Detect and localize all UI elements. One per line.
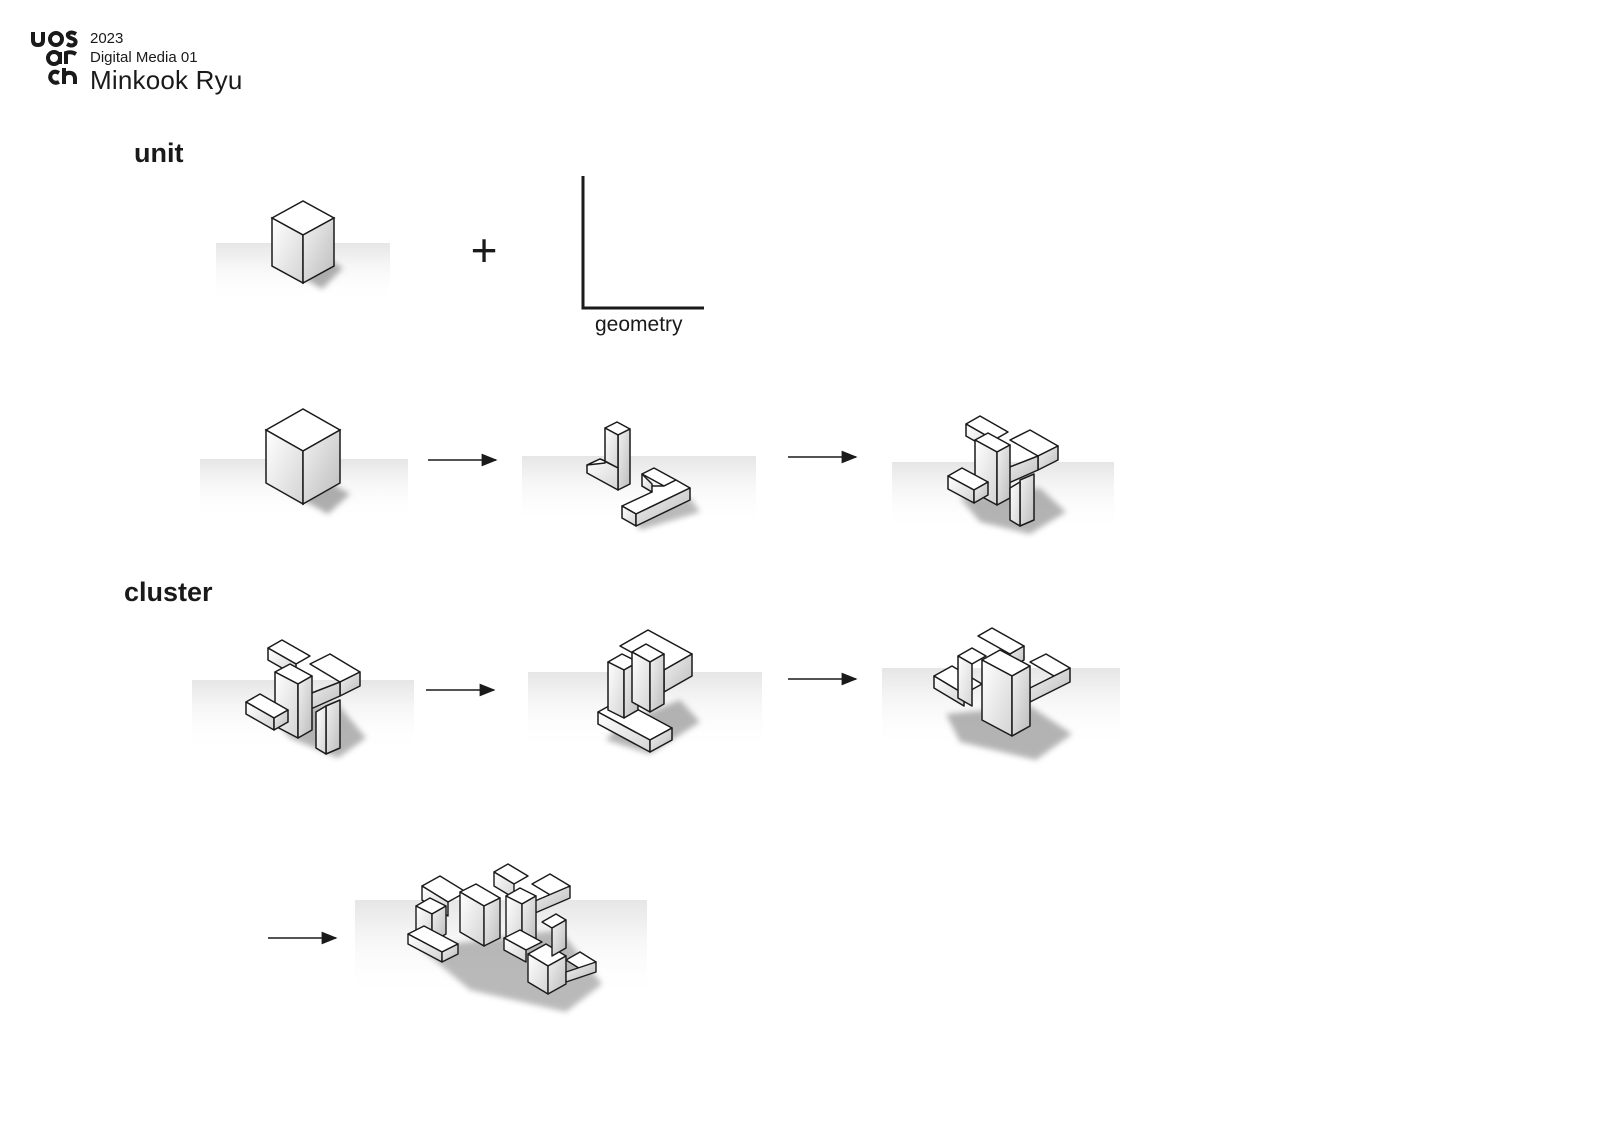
cluster-figure-2 [528, 629, 762, 754]
author-name: Minkook Ryu [90, 65, 243, 95]
split-pieces-figure [522, 421, 756, 530]
combined-unit-figure [892, 415, 1114, 534]
unit-heading: unit [134, 138, 184, 168]
geometry-axis-figure [581, 176, 704, 310]
geometry-caption: geometry [595, 313, 683, 336]
uos-arch-logo [30, 28, 82, 86]
cluster-figure-3 [882, 627, 1120, 760]
cube-right-face [302, 216, 335, 285]
unit-cube-figure [216, 200, 390, 303]
course-label: Digital Media 01 [90, 49, 198, 66]
aggregated-cluster-figure [355, 863, 647, 1012]
l-shaped-geometry [581, 176, 704, 310]
plus-sign: + [471, 224, 498, 276]
uos-arch-logo-icon [31, 30, 78, 85]
cluster-heading: cluster [124, 577, 213, 607]
cluster-figure-1 [192, 639, 414, 758]
row2-cube-figure [200, 408, 408, 521]
cube-right-face [302, 428, 341, 506]
year-label: 2023 [90, 30, 124, 47]
header: 2023 Digital Media 01 Minkook Ryu [30, 28, 242, 93]
